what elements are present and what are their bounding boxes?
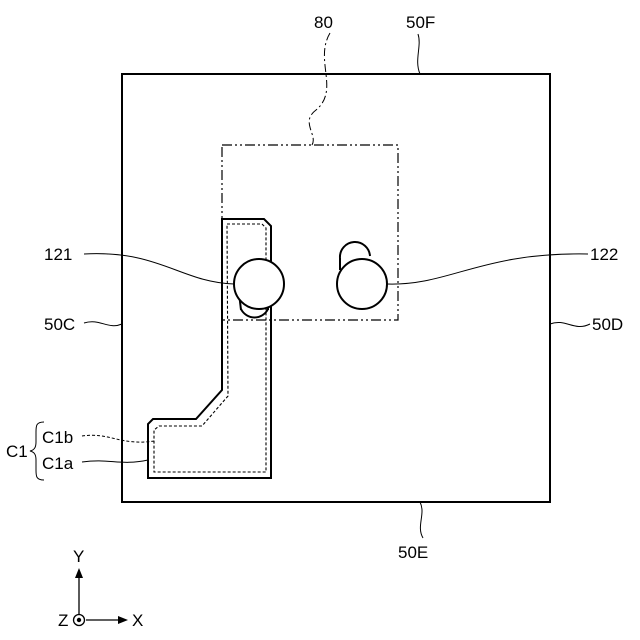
axis-label-z: Z — [58, 611, 68, 630]
leader-50E — [420, 502, 423, 538]
z-axis-symbol-dot — [77, 618, 81, 622]
leader-121 — [84, 254, 234, 284]
label-c1: C1 — [6, 442, 28, 461]
leader-50D — [550, 322, 590, 326]
leader-50C — [84, 322, 122, 326]
label-50D: 50D — [592, 315, 623, 334]
leader-122 — [387, 254, 588, 284]
leader-c1a — [82, 460, 148, 462]
label-121: 121 — [44, 245, 72, 264]
x-axis-arrowhead — [118, 616, 128, 624]
axis-label-y: Y — [73, 547, 84, 566]
label-50C: 50C — [44, 315, 75, 334]
label-80: 80 — [314, 13, 333, 32]
y-axis-arrowhead — [75, 568, 83, 578]
leader-c1b — [82, 435, 154, 442]
element-122-circle — [337, 259, 387, 309]
axis-label-x: X — [132, 611, 143, 630]
label-c1a: C1a — [42, 454, 74, 473]
conductor-c1a-outline — [148, 219, 271, 478]
label-50F: 50F — [406, 13, 435, 32]
label-c1b: C1b — [42, 428, 73, 447]
element-121-lower-circle — [241, 309, 268, 317]
leader-50F — [418, 34, 420, 74]
label-50E: 50E — [398, 543, 428, 562]
substrate-outline — [122, 74, 550, 502]
label-122: 122 — [590, 245, 618, 264]
leader-80 — [309, 33, 330, 145]
element-121-circle — [234, 259, 284, 309]
element-122-upper-circle — [340, 242, 370, 258]
